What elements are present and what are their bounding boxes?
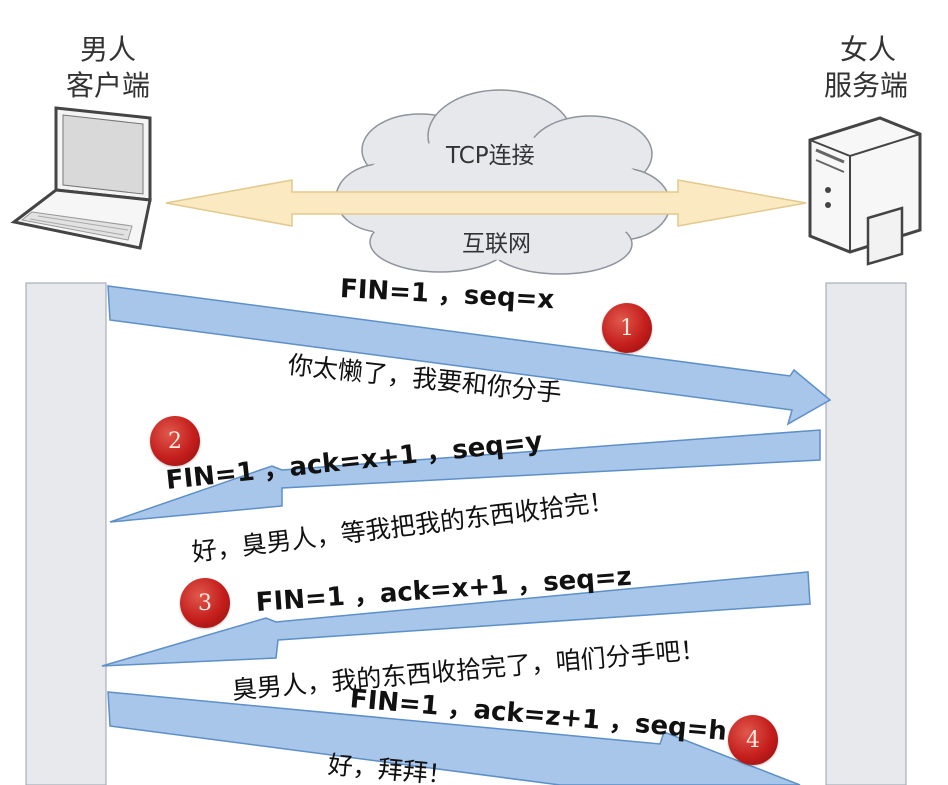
server-lifeline: [825, 282, 907, 785]
step-badge-3: 3: [180, 578, 230, 628]
step-badge-2: 2: [150, 416, 200, 466]
internet-label: 互联网: [462, 231, 531, 257]
message-arrow-2: [109, 429, 821, 523]
client-type-label: 客户端: [66, 69, 151, 102]
server-tower-icon: [808, 116, 922, 266]
client-role-label: 男人: [80, 33, 137, 66]
server-role-label: 女人: [840, 33, 897, 66]
server-type-label: 服务端: [824, 69, 909, 102]
client-lifeline: [25, 282, 107, 785]
message-arrow-3: [101, 571, 811, 667]
step-badge-4: 4: [728, 715, 778, 765]
tcp-connection-arrow: [165, 179, 807, 227]
tcp-connection-label: TCP连接: [446, 143, 535, 169]
step-badge-1: 1: [602, 303, 652, 353]
message-arrow-4: [107, 691, 801, 785]
message-arrow-1: [107, 285, 832, 426]
laptop-icon: [10, 106, 152, 250]
